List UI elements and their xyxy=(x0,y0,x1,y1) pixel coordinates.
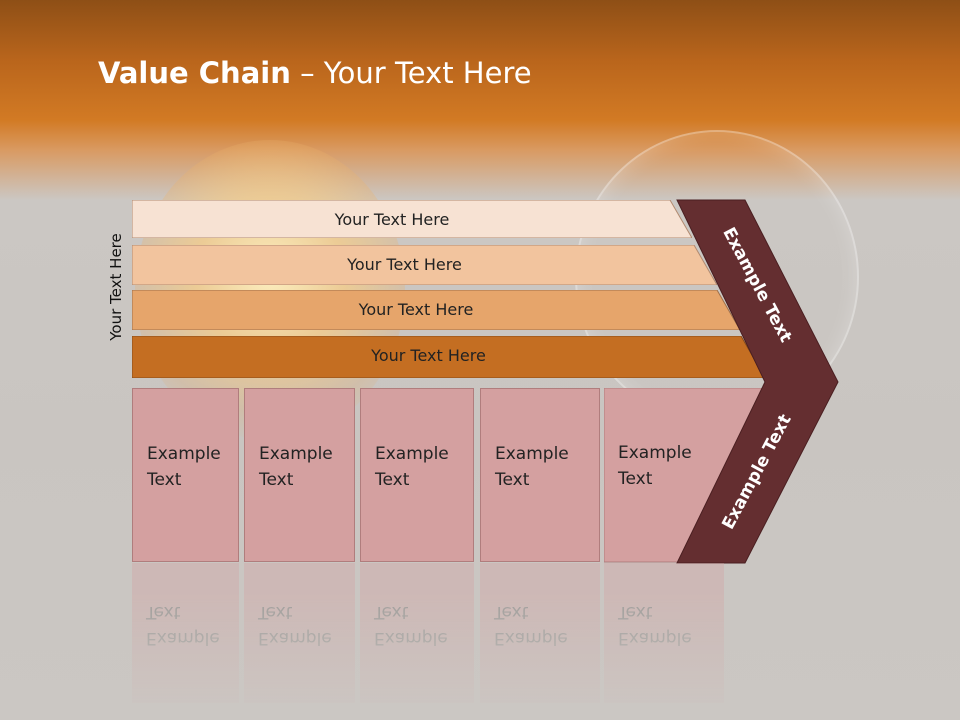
column-1-line2: Text xyxy=(147,470,182,490)
column-2-line2: Text xyxy=(259,470,294,490)
reflection-2-line2: Text xyxy=(258,602,293,622)
title-bold: Value Chain xyxy=(98,56,291,90)
bar-2-shape xyxy=(132,245,717,285)
reflection-5-line1: Example xyxy=(618,628,692,648)
column-5-line1: Example xyxy=(618,443,692,463)
reflection-5-line2: Text xyxy=(618,602,653,622)
bar-3-shape xyxy=(132,290,740,330)
reflection-column-1: Example Text xyxy=(132,563,239,703)
column-4-line1: Example xyxy=(495,444,569,464)
reflection-2-line1: Example xyxy=(258,628,332,648)
column-5-line2: Text xyxy=(618,469,653,489)
bar-2: Your Text Here xyxy=(132,245,717,285)
bar-4-shape xyxy=(132,336,765,378)
reflection-1-line2: Text xyxy=(146,602,181,622)
reflection-4-line2: Text xyxy=(494,602,529,622)
column-3: Example Text xyxy=(360,388,474,562)
column-4-line2: Text xyxy=(495,470,530,490)
reflection-3-line2: Text xyxy=(374,602,409,622)
title-rest: – Your Text Here xyxy=(290,56,532,90)
reflection-column-4: Example Text xyxy=(480,563,600,703)
column-4: Example Text xyxy=(480,388,600,562)
reflection-4-line1: Example xyxy=(494,628,568,648)
bar-1: Your Text Here xyxy=(132,200,692,238)
bar-1-label: Your Text Here xyxy=(334,209,450,229)
column-2-line1: Example xyxy=(259,444,333,464)
reflection-column-3: Example Text xyxy=(360,563,474,703)
column-5: Example Text xyxy=(618,440,692,492)
column-3-line2: Text xyxy=(375,470,410,490)
bar-4-label: Your Text Here xyxy=(371,345,486,365)
column-3-line1: Example xyxy=(375,444,449,464)
column-1: Example Text xyxy=(132,388,239,562)
side-label: Your Text Here xyxy=(107,233,125,341)
reflection-column-2: Example Text xyxy=(244,563,355,703)
bar-1-shape xyxy=(132,200,692,238)
reflection: Example Text Example Text Example Text E… xyxy=(0,563,960,720)
slide-title: Value Chain – Your Text Here xyxy=(98,56,532,90)
column-2: Example Text xyxy=(244,388,355,562)
reflection-3-line1: Example xyxy=(374,628,448,648)
column-1-line1: Example xyxy=(147,444,221,464)
bar-3-label: Your Text Here xyxy=(358,299,474,319)
reflection-1-line1: Example xyxy=(146,628,220,648)
header-band xyxy=(0,0,960,200)
bar-3: Your Text Here xyxy=(132,290,740,330)
bar-4: Your Text Here xyxy=(132,336,765,378)
reflection-column-5: Example Text xyxy=(604,563,724,703)
bar-2-label: Your Text Here xyxy=(347,254,462,274)
